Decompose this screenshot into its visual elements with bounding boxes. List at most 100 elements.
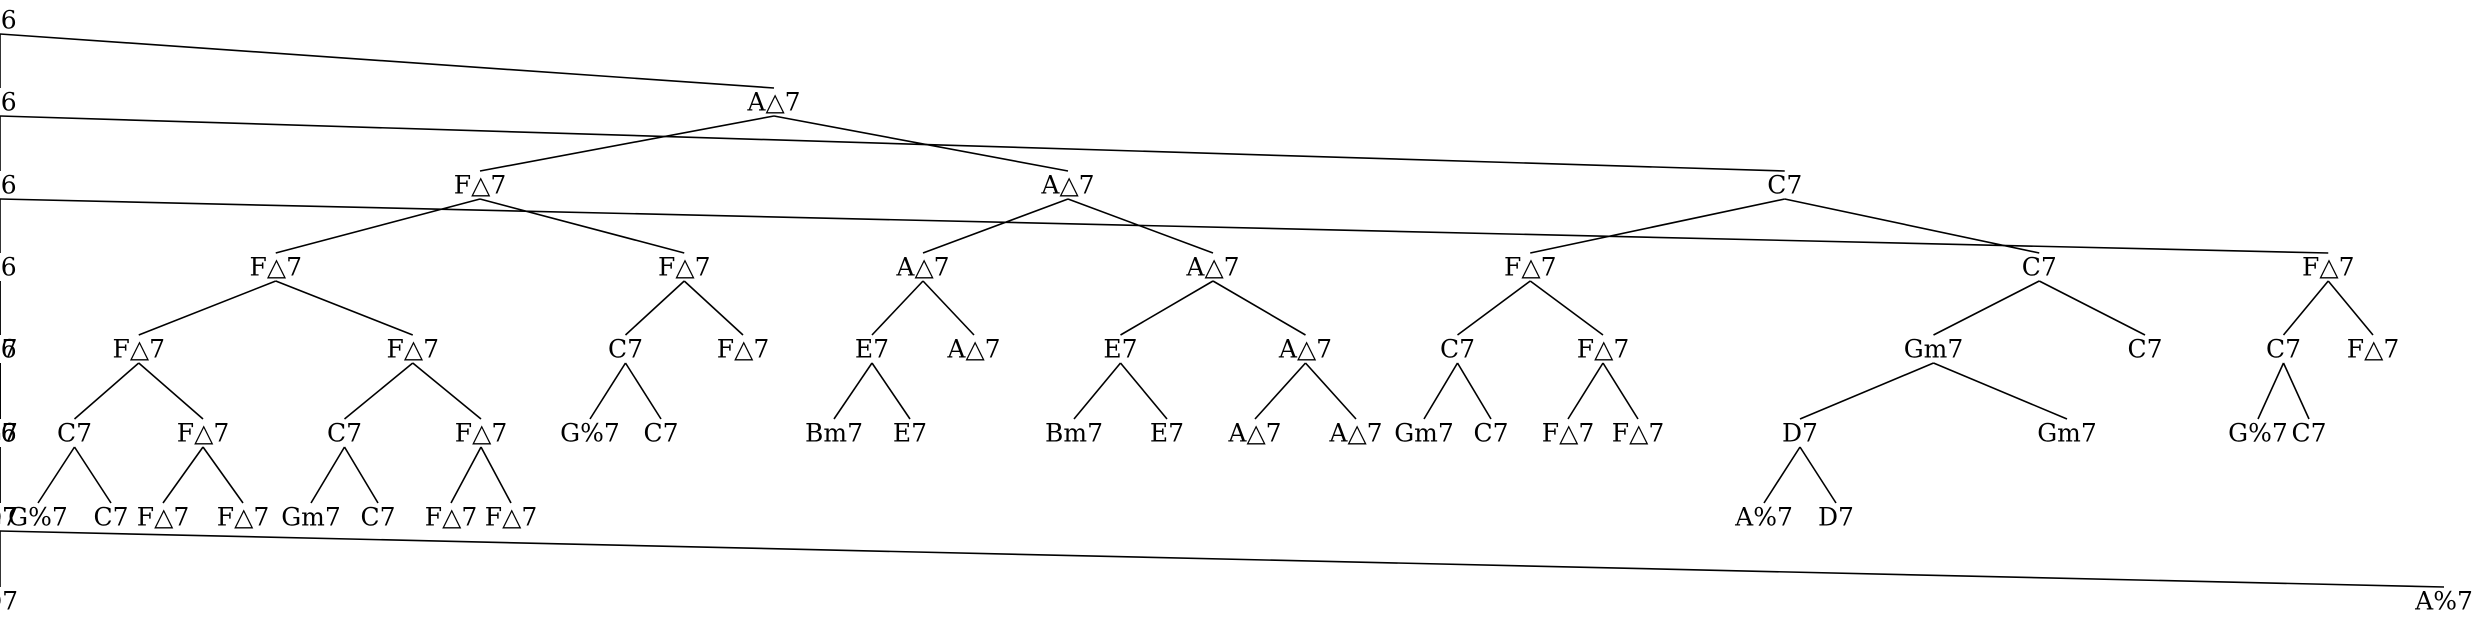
tree-edge xyxy=(73,362,140,420)
tree-node: F△7 xyxy=(658,253,710,282)
tree-leaf: A%7 xyxy=(2414,587,2473,616)
tree-edge xyxy=(1602,362,1639,420)
tree-edge xyxy=(450,446,482,504)
tree-edge xyxy=(138,362,204,420)
tree-leaf: F△7 xyxy=(485,503,537,532)
tree-edge xyxy=(833,362,873,420)
tree-node: F△7 xyxy=(113,335,165,364)
tree-leaf: E7 xyxy=(893,419,927,448)
tree-leaf: D7 xyxy=(1818,503,1854,532)
tree-leaf: Gm7 xyxy=(1394,419,1454,448)
tree-node: Gm7 xyxy=(1904,335,1964,364)
tree-leaf: A%7 xyxy=(1734,503,1793,532)
tree-edge xyxy=(37,446,76,504)
tree-edge xyxy=(0,530,2445,588)
tree-edge xyxy=(1933,362,2068,420)
tree-node: F△7 xyxy=(177,419,229,448)
tree-node: C7 xyxy=(608,335,643,364)
tree-edge xyxy=(2038,280,2146,336)
tree-leaf: F△7 xyxy=(717,335,769,364)
tree-leaf: F△7 xyxy=(1542,419,1594,448)
tree-leaf: F6 xyxy=(0,419,17,448)
tree-edge xyxy=(73,446,112,504)
tree-node: C7 xyxy=(2022,253,2057,282)
tree-leaf: D7 xyxy=(0,587,18,616)
tree-edge xyxy=(1119,362,1168,420)
tree-leaf: F△7 xyxy=(2347,335,2399,364)
tree-leaf: F△7 xyxy=(1612,419,1664,448)
tree-node: F△7 xyxy=(454,171,506,200)
tree-node: C7 xyxy=(1440,335,1475,364)
tree-node: F6 xyxy=(0,335,17,364)
tree-edge xyxy=(1456,362,1492,420)
tree-leaf: G%7 xyxy=(8,503,68,532)
tree-edge xyxy=(922,280,975,336)
tree-leaf: A△7 xyxy=(1227,419,1281,448)
tree-node: D7 xyxy=(0,503,18,532)
tree-edge xyxy=(871,362,911,420)
tree-edge xyxy=(343,362,414,420)
tree-edge xyxy=(1799,362,1934,420)
tree-node: F△7 xyxy=(1577,335,1629,364)
tree-node: F△7 xyxy=(2302,253,2354,282)
tree-edge xyxy=(773,115,1069,172)
tree-edge xyxy=(1457,280,1531,336)
tree-node: A△7 xyxy=(895,253,949,282)
tree-leaf: C7 xyxy=(360,503,395,532)
tree-edge xyxy=(2282,280,2329,336)
tree-node: A△7 xyxy=(746,88,800,117)
tree-node: A△7 xyxy=(1040,171,1094,200)
tree-leaf: F△7 xyxy=(217,503,269,532)
tree-node: C7 xyxy=(2266,335,2301,364)
tree-leaf: A△7 xyxy=(1328,419,1382,448)
tree-edge xyxy=(1212,280,1306,336)
tree-leaf: C7 xyxy=(93,503,128,532)
tree-edge xyxy=(1567,362,1604,420)
tree-leaf: C7 xyxy=(1473,419,1508,448)
tree-edge xyxy=(479,198,685,254)
tree-edge xyxy=(1073,362,1122,420)
tree-node: G7 xyxy=(0,419,18,448)
tree-leaf: C7 xyxy=(0,419,18,448)
tree-edge xyxy=(162,446,204,504)
tree-node: C7 xyxy=(327,419,362,448)
tree-leaf: F△7 xyxy=(425,503,477,532)
tree-edge xyxy=(1304,362,1357,420)
tree-edge xyxy=(1784,198,2040,254)
tree-leaf: A△7 xyxy=(946,335,1000,364)
tree-leaf: E7 xyxy=(1150,419,1184,448)
tree-edge xyxy=(480,446,512,504)
tree-edge xyxy=(2327,280,2374,336)
tree-leaf: F△7 xyxy=(137,503,189,532)
tree-edge xyxy=(1254,362,1307,420)
tree-leaf: Gm7 xyxy=(2037,419,2097,448)
tree-edge xyxy=(0,33,775,89)
tree-edge xyxy=(624,280,685,336)
tree-edge xyxy=(1933,280,2040,336)
tree-node: C7 xyxy=(0,335,18,364)
tree-leaf: Bm7 xyxy=(805,419,863,448)
tree-edge xyxy=(1799,446,1837,504)
tree-leaf: C7 xyxy=(643,419,678,448)
tree-leaf: G%7 xyxy=(560,419,620,448)
tree-node: A△7 xyxy=(1278,335,1332,364)
tree-nodes: F6A△7F△7F△7F△7C7G%7C7F△7F△7F△7F△7C7Gm7C7… xyxy=(0,6,2473,616)
tree-edge xyxy=(2257,362,2285,420)
tree-edge xyxy=(1529,280,1604,336)
tree-edges xyxy=(0,33,2445,588)
tree-edge xyxy=(624,362,662,420)
tree-edge xyxy=(589,362,627,420)
tree-node: E7 xyxy=(1103,335,1137,364)
tree-edge xyxy=(1530,198,1785,254)
tree-node: F△7 xyxy=(455,419,507,448)
tree-edge xyxy=(479,115,775,172)
tree-edge xyxy=(1120,280,1214,336)
tree-edge xyxy=(275,198,481,254)
tree-leaf: Gm7 xyxy=(281,503,341,532)
tree-edge xyxy=(138,280,277,336)
tree-edge xyxy=(310,446,346,504)
tree-edge xyxy=(1423,362,1459,420)
tree-node: E7 xyxy=(855,335,889,364)
tree-node: C7 xyxy=(1767,171,1802,200)
